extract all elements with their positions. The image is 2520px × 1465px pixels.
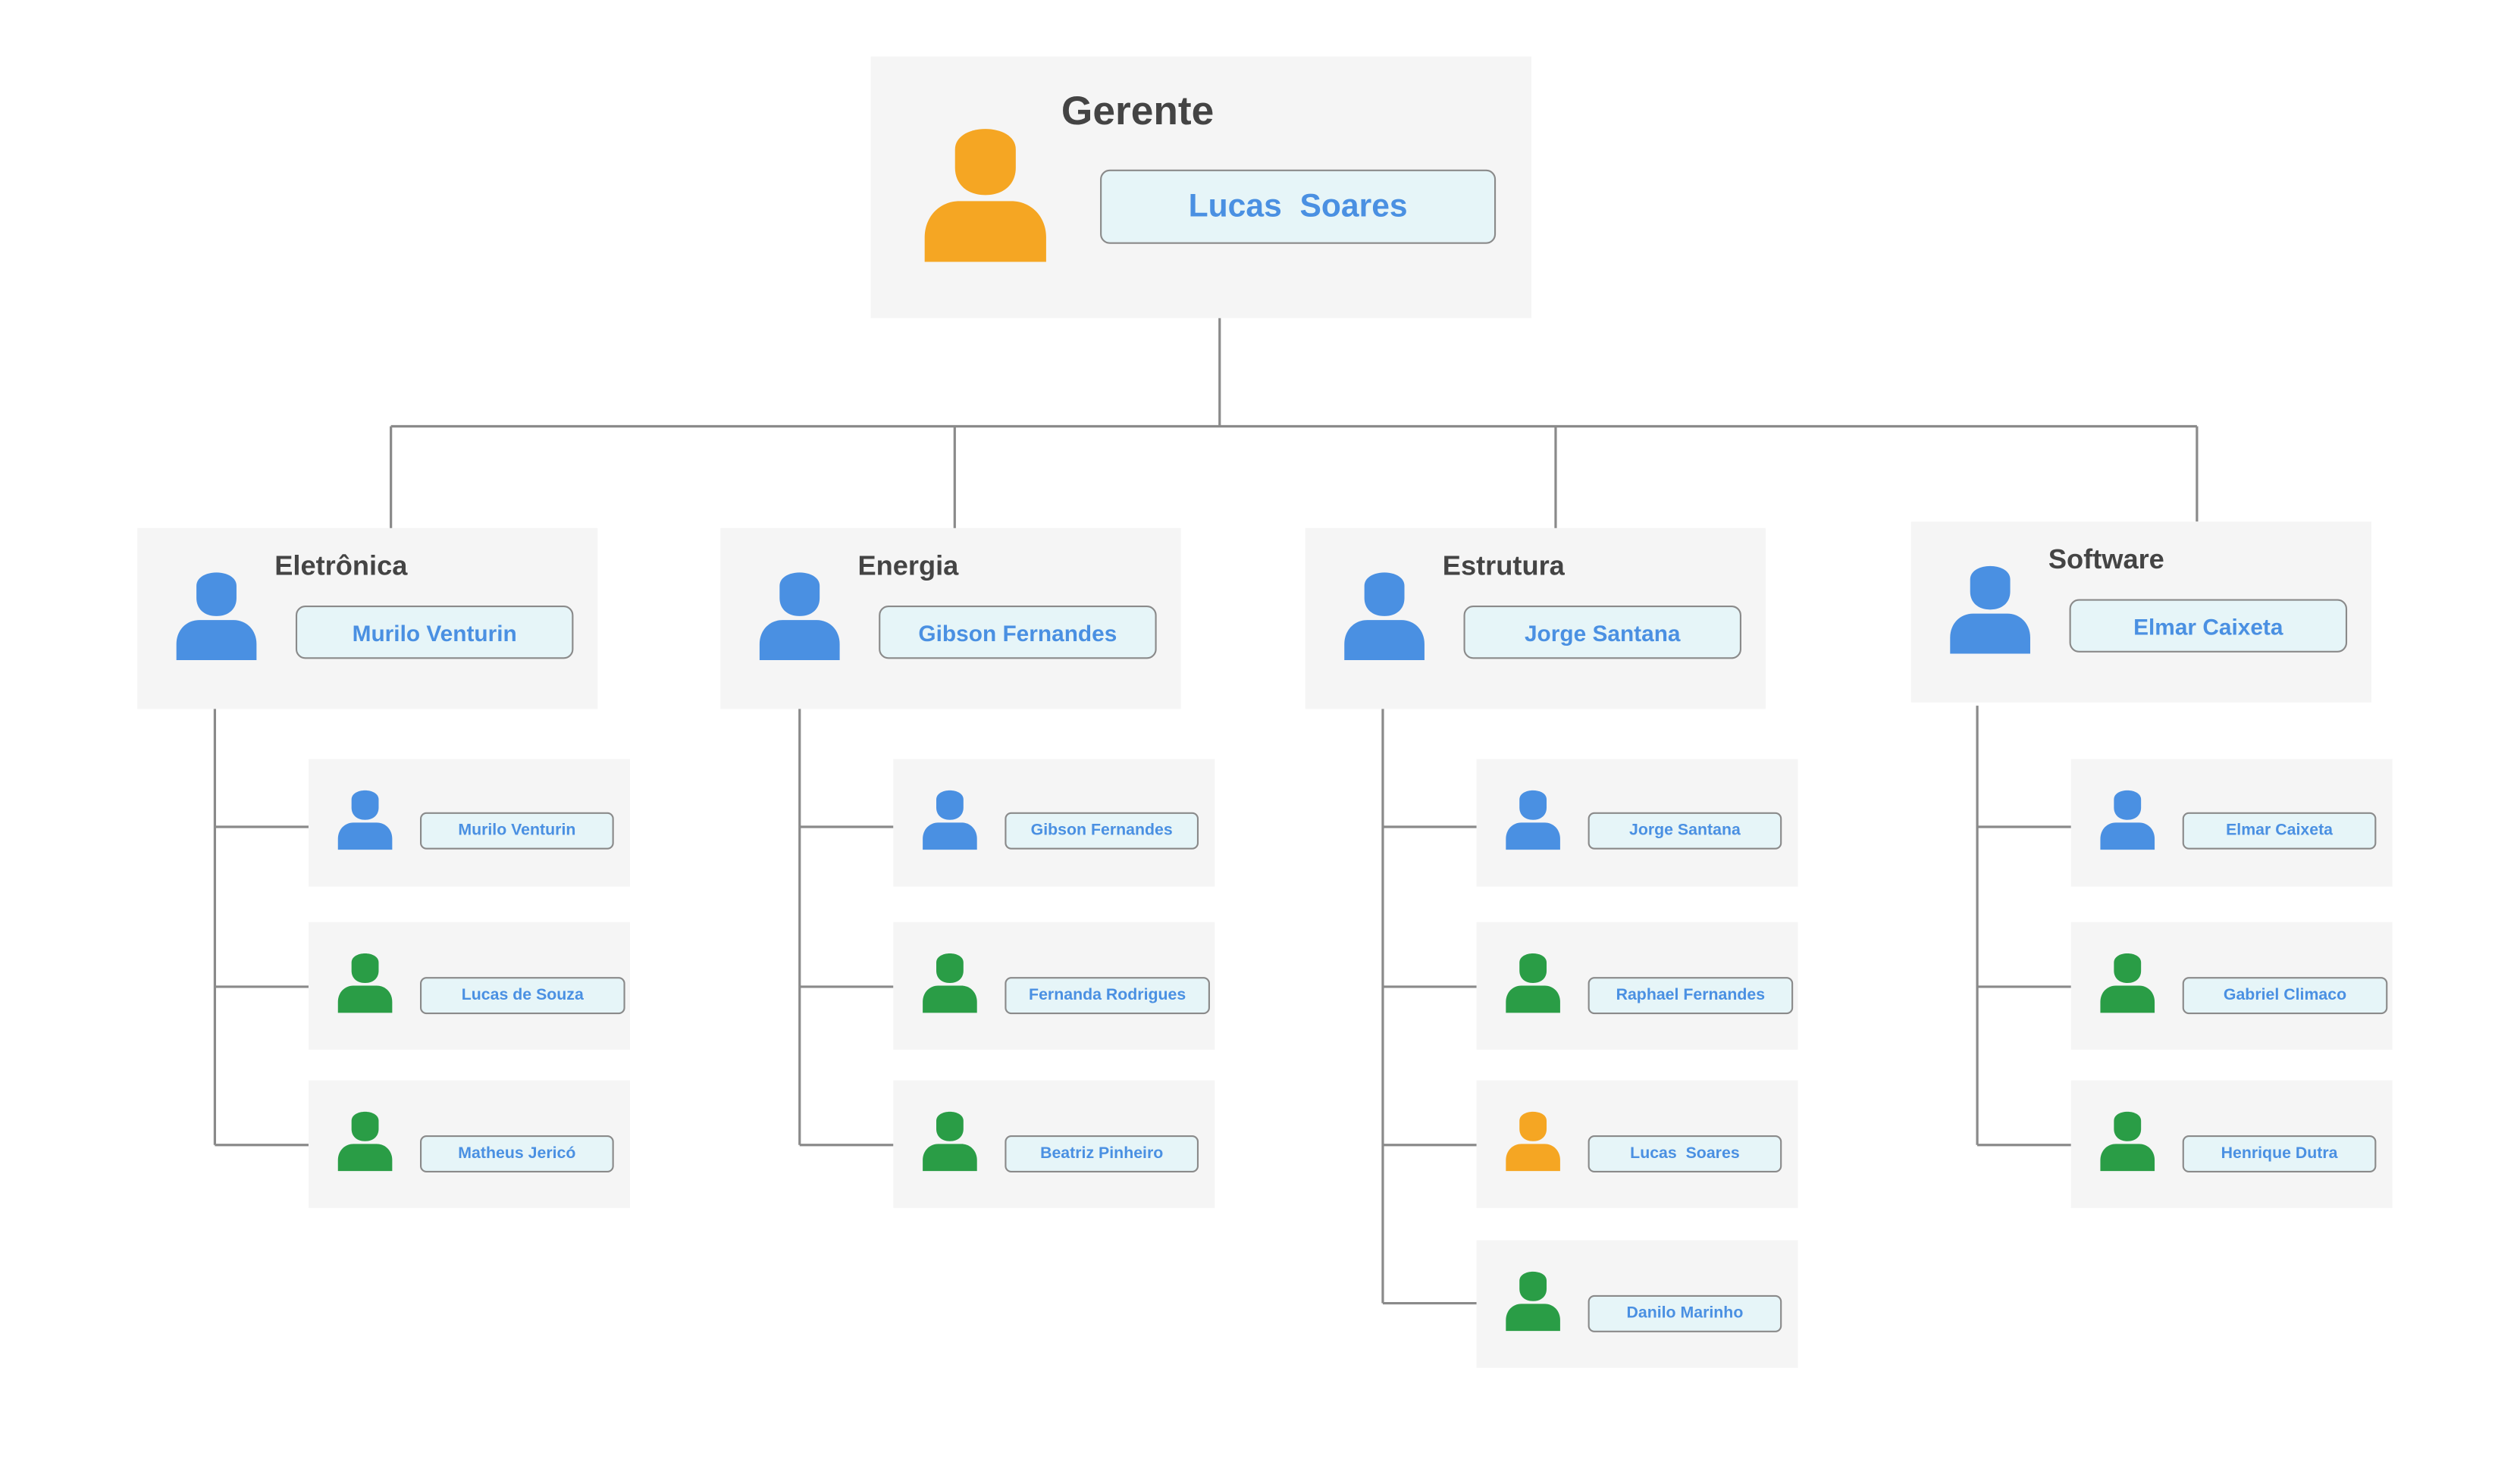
member-card: Matheus Jericó (308, 1080, 631, 1208)
member-card: Danilo Marinho (1476, 1240, 1798, 1368)
member-name: Matheus Jericó (420, 1135, 614, 1172)
member-card: Elmar Caixeta (2070, 759, 2393, 887)
department-title: Estrutura (1442, 550, 1565, 582)
person-icon (923, 1111, 977, 1172)
member-name: Murilo Venturin (420, 812, 614, 850)
member-card: Gabriel Climaco (2070, 922, 2393, 1050)
department-card-software: Software Elmar Caixeta (1910, 521, 2372, 703)
person-icon (337, 790, 393, 850)
member-name: Henrique Dutra (2182, 1135, 2377, 1172)
member-card: Beatriz Pinheiro (893, 1080, 1215, 1208)
department-lead-name: Elmar Caixeta (2069, 599, 2348, 653)
member-name: Gibson Fernandes (1005, 812, 1199, 850)
person-icon (1506, 953, 1560, 1013)
person-icon (1344, 572, 1425, 660)
member-name: Fernanda Rodrigues (1005, 977, 1210, 1015)
department-card-eletronica: Eletrônica Murilo Venturin (137, 527, 598, 709)
member-card: Murilo Venturin (308, 759, 631, 887)
person-icon (759, 572, 840, 660)
member-name: Elmar Caixeta (2182, 812, 2377, 850)
person-icon (1506, 1111, 1560, 1172)
member-name: Lucas Soares (1588, 1135, 1782, 1172)
person-icon (924, 129, 1046, 262)
member-card: Jorge Santana (1476, 759, 1798, 887)
department-title: Software (2048, 544, 2164, 575)
member-card: Raphael Fernandes (1476, 922, 1798, 1050)
department-lead-name: Jorge Santana (1463, 606, 1742, 659)
person-icon (176, 572, 257, 660)
member-name: Jorge Santana (1588, 812, 1782, 850)
member-name: Gabriel Climaco (2182, 977, 2388, 1015)
department-title: Eletrônica (274, 550, 408, 582)
member-card: Gibson Fernandes (893, 759, 1215, 887)
manager-title: Gerente (1061, 89, 1215, 134)
member-card: Fernanda Rodrigues (893, 922, 1215, 1050)
person-icon (1506, 1271, 1560, 1332)
member-card: Lucas Soares (1476, 1080, 1798, 1208)
person-icon (923, 953, 977, 1013)
person-icon (337, 1111, 393, 1172)
member-name: Raphael Fernandes (1588, 977, 1794, 1015)
member-card: Henrique Dutra (2070, 1080, 2393, 1208)
manager-name: Lucas Soares (1100, 169, 1497, 244)
department-card-estrutura: Estrutura Jorge Santana (1305, 527, 1766, 709)
manager-card: Gerente Lucas Soares (870, 56, 1531, 318)
person-icon (1506, 790, 1560, 850)
person-icon (923, 790, 977, 850)
member-name: Danilo Marinho (1588, 1294, 1782, 1332)
member-name: Lucas de Souza (420, 977, 625, 1015)
person-icon (337, 953, 393, 1013)
member-card: Lucas de Souza (308, 922, 631, 1050)
person-icon (2100, 953, 2155, 1013)
department-lead-name: Murilo Venturin (295, 606, 574, 659)
department-lead-name: Gibson Fernandes (879, 606, 1157, 659)
person-icon (1950, 565, 2030, 654)
department-card-energia: Energia Gibson Fernandes (720, 527, 1181, 709)
person-icon (2100, 790, 2155, 850)
member-name: Beatriz Pinheiro (1005, 1135, 1199, 1172)
department-title: Energia (857, 550, 959, 582)
person-icon (2100, 1111, 2155, 1172)
